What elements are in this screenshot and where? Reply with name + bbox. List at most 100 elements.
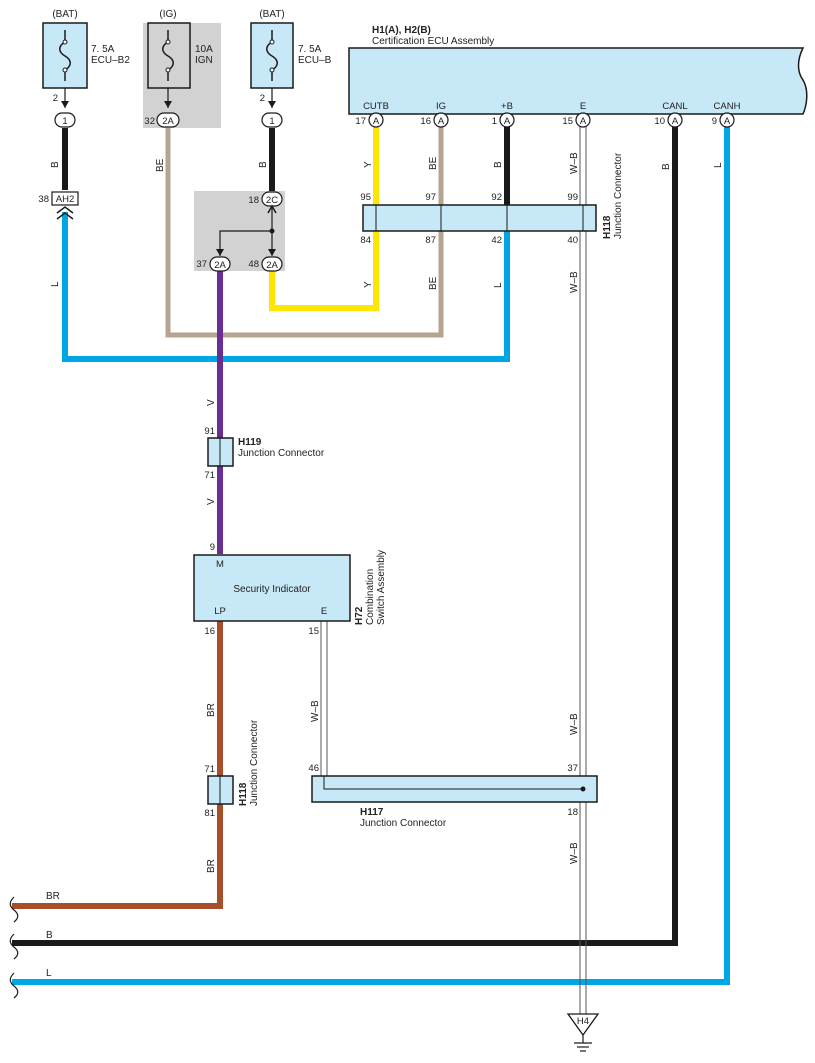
wires <box>12 123 730 1014</box>
cert-ecu-terminal-pin: 1 <box>492 116 497 127</box>
fuse-ign-name: IGN <box>195 55 213 66</box>
cert-ecu-terminal-name: CUTB <box>363 101 389 112</box>
h119-pin-top: 91 <box>204 426 215 437</box>
security-indicator: 9 M Security Indicator LP E 16 15 H72 Co… <box>193 542 387 637</box>
wire-label-wb: W–B <box>569 842 580 864</box>
wire-label-b: B <box>258 161 269 168</box>
cert-ecu-terminal-name: CANH <box>714 101 741 112</box>
fuse-icon <box>266 30 278 81</box>
h117-id: H117 <box>360 807 384 818</box>
jb-conn-out1: 2A <box>214 260 226 271</box>
ground-label: H4 <box>577 1016 589 1027</box>
cert-ecu-terminal-name: CANL <box>662 101 687 112</box>
h117-pin-left: 46 <box>308 763 319 774</box>
h118-bottom-pin: 42 <box>491 235 502 246</box>
security-pin-e-num: 15 <box>308 626 319 637</box>
h118-top-name: Junction Connector <box>613 152 624 239</box>
cert-ecu-terminal-pin: 9 <box>712 116 717 127</box>
wire-label-be: BE <box>155 158 166 172</box>
jb-pin-in: 18 <box>248 195 259 206</box>
h118-top-id: H118 <box>602 215 613 239</box>
h118-top-pin: 99 <box>567 192 578 203</box>
h118-bottom-junction: 71 81 H118 Junction Connector <box>204 719 260 819</box>
h118-top-pin: 97 <box>425 192 436 203</box>
cert-ecu-terminal-pin: 17 <box>355 116 366 127</box>
cert-ecu-terminal-conn: A <box>724 116 731 127</box>
cert-ecu-name: Certification ECU Assembly <box>372 36 494 47</box>
edge-label-l: L <box>46 968 52 979</box>
fuse-ecub-name: ECU–B <box>298 55 332 66</box>
cert-ecu-id: H1(A), H2(B) <box>372 25 431 36</box>
h119-pin-bottom: 71 <box>204 470 215 481</box>
wire-label-br: BR <box>206 703 217 717</box>
security-pin-lp: LP <box>214 606 226 617</box>
cert-ecu-terminal-conn: A <box>373 116 380 127</box>
cert-ecu-terminal: CUTB A 17 <box>355 101 389 128</box>
h117-pin-right: 37 <box>567 763 578 774</box>
wire-label-br: BR <box>206 859 217 873</box>
wire-canh-blue <box>12 123 730 985</box>
wire-label-b: B <box>661 163 672 170</box>
cert-ecu-terminal-name: IG <box>436 101 446 112</box>
security-name: Security Indicator <box>233 584 311 595</box>
h117-pin-bottom: 18 <box>567 807 578 818</box>
fuse-ecub-rating: 7. 5A <box>298 44 322 55</box>
wire-label-y: Y <box>363 281 374 288</box>
wire-label-wb: W–B <box>569 271 580 293</box>
fuse-ecub2-rating: 7. 5A <box>91 44 115 55</box>
wire-label-l: L <box>713 162 724 168</box>
wire-label-y: Y <box>363 161 374 168</box>
fuse-ecub2-conn: 1 <box>62 116 67 127</box>
wire-label-wb: W–B <box>569 713 580 735</box>
wire-label-v: V <box>206 399 217 406</box>
fuse-ecub-source: (BAT) <box>259 9 284 20</box>
edge-label-br: BR <box>46 891 60 902</box>
ah2-connector: 38 AH2 <box>38 191 79 220</box>
ign-fuse-shade <box>143 23 221 128</box>
jb-conn-in: 2C <box>266 195 278 206</box>
jb-pin-out2: 48 <box>248 259 259 270</box>
h118-bottom-pin: 40 <box>567 235 578 246</box>
h118-bottom-id: H118 <box>238 782 249 806</box>
h118-top-pin: 92 <box>491 192 502 203</box>
fuse-icon <box>59 30 71 81</box>
wire-blue-ah2 <box>62 212 510 362</box>
security-assy-2: Switch Assembly <box>376 550 387 625</box>
wire-label-be: BE <box>428 276 439 290</box>
jb-conn-out2: 2A <box>266 260 278 271</box>
wire-label-wb: W–B <box>569 152 580 174</box>
cert-ecu-terminal: IG A 16 <box>420 101 449 128</box>
wire-label-v: V <box>206 498 217 505</box>
wire-label-wb: W–B <box>310 700 321 722</box>
security-id: H72 <box>354 606 365 625</box>
h117-junction: 46 37 18 H117 Junction Connector <box>308 763 598 829</box>
h118-bottom-pin: 87 <box>425 235 436 246</box>
fuse-ign-conn: 2A <box>162 116 174 127</box>
cert-ecu-terminal-conn: A <box>580 116 587 127</box>
security-pin-lp-num: 16 <box>204 626 215 637</box>
wire-label-b: B <box>50 161 61 168</box>
wire-label-l: L <box>50 281 61 287</box>
junction-block: 18 2C 37 2A 48 2A <box>196 191 283 272</box>
wire-label-be: BE <box>428 156 439 170</box>
cert-ecu-terminal-pin: 16 <box>420 116 431 127</box>
h119-junction: 91 71 H119 Junction Connector <box>204 426 324 481</box>
ah2-pin: 38 <box>38 194 49 205</box>
cert-ecu-terminal: CANH A9 <box>712 101 741 128</box>
cert-ecu-terminal-conn: A <box>438 116 445 127</box>
wire-label-b: B <box>493 161 504 168</box>
wire-color-labels: B BE B Y BE B W–B B L L Y BE L W–B V V B… <box>50 152 724 873</box>
h118-bottom-pin-bottom: 81 <box>204 808 215 819</box>
fuse-ign-rating: 10A <box>195 44 213 55</box>
h118-bottom-name: Junction Connector <box>249 719 260 806</box>
fuse-ecub-conn: 1 <box>269 116 274 127</box>
cert-ecu-terminal-pin: 10 <box>654 116 665 127</box>
cert-ecu-terminal-pin: 15 <box>562 116 573 127</box>
fuse-ign-pin: 32 <box>144 116 155 127</box>
wire-brown <box>12 621 223 909</box>
